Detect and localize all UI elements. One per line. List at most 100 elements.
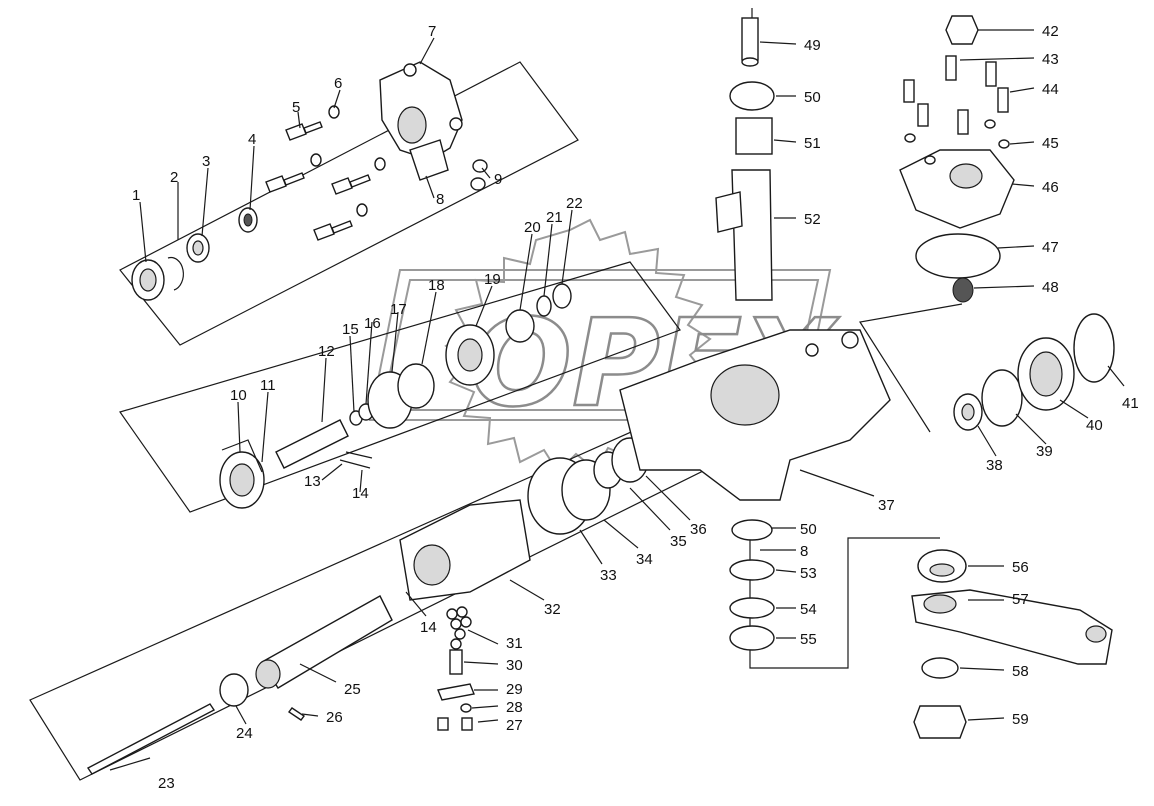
ring-11 — [221, 439, 263, 473]
callout-3: 3 — [202, 153, 210, 170]
callout-57: 57 — [1012, 591, 1029, 608]
callout-42: 42 — [1042, 23, 1059, 40]
callout-6: 6 — [334, 75, 342, 92]
callout-31: 31 — [506, 635, 523, 652]
callout-50: 50 — [804, 89, 821, 106]
callout-17: 17 — [390, 301, 407, 318]
callout-25: 25 — [344, 681, 361, 698]
callout-5: 5 — [292, 99, 300, 116]
callout-40: 40 — [1086, 417, 1103, 434]
rod-23 — [86, 703, 216, 775]
callout-18: 18 — [428, 277, 445, 294]
callout-50b: 50 — [800, 521, 817, 538]
plug-9 — [472, 159, 488, 173]
snap-ring-41 — [1073, 313, 1115, 383]
leader-lines — [109, 29, 1125, 771]
pitman-arm-assembly — [911, 549, 1113, 739]
bolt-27b — [461, 717, 473, 731]
callout-41: 41 — [1122, 395, 1139, 412]
callout-52: 52 — [804, 211, 821, 228]
balls-31 — [446, 606, 472, 650]
callout-47: 47 — [1042, 239, 1059, 256]
cover-46 — [899, 149, 1015, 229]
callout-30: 30 — [506, 657, 523, 674]
ring-55 — [729, 625, 775, 651]
callout-37: 37 — [878, 497, 895, 514]
ring-53 — [729, 559, 775, 581]
callout-20: 20 — [524, 219, 541, 236]
bolt-27a — [437, 717, 449, 731]
seal-50b — [731, 519, 773, 541]
oring-39 — [981, 369, 1023, 427]
nut-42 — [945, 15, 979, 45]
frame-bottom-right — [749, 530, 940, 669]
callout-12: 12 — [318, 343, 335, 360]
callout-45: 45 — [1042, 135, 1059, 152]
bolt-49 — [741, 17, 759, 61]
valve-assembly — [219, 283, 572, 509]
callout-23: 23 — [158, 775, 175, 792]
callout-9: 9 — [494, 171, 502, 188]
callout-58: 58 — [1012, 663, 1029, 680]
clamp-29 — [437, 683, 475, 701]
callout-54: 54 — [800, 601, 817, 618]
nut-59 — [913, 705, 967, 739]
housing-assembly — [619, 17, 891, 651]
callout-56: 56 — [1012, 559, 1029, 576]
guide-30 — [449, 649, 463, 675]
callout-14b: 14 — [420, 619, 437, 636]
callout-35: 35 — [670, 533, 687, 550]
bolts-43-44 — [903, 55, 1009, 135]
seal-50 — [729, 81, 775, 111]
callout-51: 51 — [804, 135, 821, 152]
callout-46: 46 — [1042, 179, 1059, 196]
callout-16: 16 — [364, 315, 381, 332]
worm-assembly — [86, 437, 649, 775]
callout-34: 34 — [636, 551, 653, 568]
worm-25 — [261, 595, 393, 689]
callout-26: 26 — [326, 709, 343, 726]
frame-cover-link — [859, 303, 963, 433]
callout-8b: 8 — [800, 543, 808, 560]
bearing-51 — [735, 117, 773, 155]
callout-24: 24 — [236, 725, 253, 742]
callout-49: 49 — [804, 37, 821, 54]
callout-32: 32 — [544, 601, 561, 618]
side-cover-assembly — [899, 15, 1015, 303]
ring-18 — [397, 363, 435, 409]
callout-14: 14 — [352, 485, 369, 502]
callout-53: 53 — [800, 565, 817, 582]
callout-7: 7 — [428, 23, 436, 40]
pitman-arm-57 — [911, 589, 1113, 665]
oring-47 — [915, 233, 1001, 279]
ring-21 — [536, 295, 552, 317]
callout-labels: 1 2 3 4 5 6 7 8 9 10 11 12 13 14 15 16 1… — [132, 23, 1139, 792]
callout-59: 59 — [1012, 711, 1029, 728]
washers-6 — [310, 105, 386, 217]
washer-58 — [921, 657, 959, 679]
ring-54 — [729, 597, 775, 619]
callout-11: 11 — [260, 377, 276, 394]
pins-13-14 — [339, 451, 373, 469]
sector-seals — [953, 313, 1115, 431]
callout-22: 22 — [566, 195, 583, 212]
callout-36: 36 — [690, 521, 707, 538]
frame-top-left — [119, 61, 579, 346]
callout-44: 44 — [1042, 81, 1059, 98]
bolts-5 — [265, 121, 371, 241]
cover-assembly — [131, 61, 488, 301]
ring-24 — [219, 673, 249, 707]
callout-55: 55 — [800, 631, 817, 648]
callout-19: 19 — [484, 271, 501, 288]
callout-48: 48 — [1042, 279, 1059, 296]
callout-21: 21 — [546, 209, 563, 226]
callout-29: 29 — [506, 681, 523, 698]
snap-ring-2 — [167, 256, 184, 291]
callout-33: 33 — [600, 567, 617, 584]
nut-48 — [952, 277, 974, 303]
callout-15: 15 — [342, 321, 359, 338]
pin-26 — [287, 707, 306, 721]
callout-27: 27 — [506, 717, 523, 734]
callout-4: 4 — [248, 131, 256, 148]
